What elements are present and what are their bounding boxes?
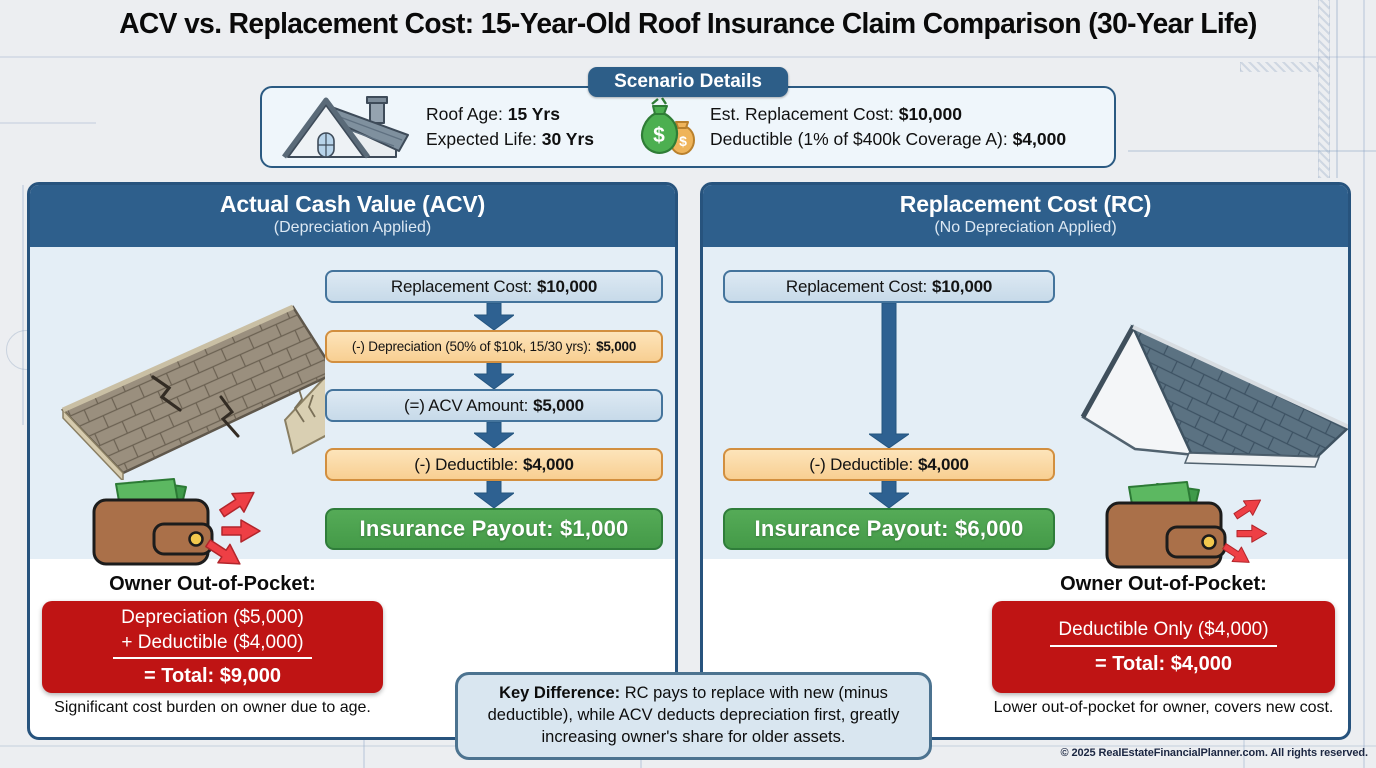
page-title: ACV vs. Replacement Cost: 15-Year-Old Ro…	[119, 8, 1257, 40]
flow-label: (-) Depreciation (50% of $10k, 15/30 yrs…	[351, 339, 592, 354]
rc-oop-red-box: Deductible Only ($4,000) = Total: $4,000	[992, 601, 1335, 693]
deductible-label: Deductible (1% of $400k Coverage A):	[710, 129, 1013, 149]
copyright-footer: © 2025 RealEstateFinancialPlanner.com. A…	[1060, 747, 1369, 759]
blueprint-line	[22, 185, 24, 425]
deductible-value: $4,000	[1012, 129, 1067, 149]
money-bags-icon: $ $	[640, 97, 696, 155]
acv-flow-depreciation: (-) Depreciation (50% of $10k, 15/30 yrs…	[325, 330, 663, 363]
house-icon	[282, 96, 409, 159]
roof-age-value: 15 Yrs	[507, 103, 560, 124]
blueprint-line	[0, 56, 1376, 58]
acv-panel-title: Actual Cash Value (ACV)	[219, 191, 486, 217]
expected-life-value: 30 Yrs	[541, 129, 595, 149]
scenario-details-box: Scenario Details Roof Age: 15 Yrs Expect…	[260, 67, 1116, 168]
down-arrow-icon	[474, 363, 514, 389]
replacement-cost-line: Est. Replacement Cost: $10,000	[710, 102, 1066, 127]
key-difference-text: Key Difference: RC pays to replace with …	[472, 683, 915, 748]
oop-line: Depreciation ($5,000)	[121, 606, 304, 628]
down-arrow-icon	[474, 303, 514, 330]
rc-flow-deductible: (-) Deductible: $4,000	[723, 448, 1055, 481]
rc-insurance-payout-box: Insurance Payout: $6,000	[723, 508, 1055, 550]
scenario-badge: Scenario Details	[588, 67, 788, 97]
flow-label: (=) ACV Amount:	[404, 395, 529, 415]
flow-value: $5,000	[596, 339, 637, 354]
rc-oop-heading: Owner Out-of-Pocket:	[1060, 573, 1267, 595]
old-damaged-roof-illustration	[60, 304, 325, 480]
new-roof-illustration	[1080, 324, 1348, 468]
rc-flow-replacement-cost: Replacement Cost: $10,000	[723, 270, 1055, 303]
acv-oop-heading: Owner Out-of-Pocket:	[109, 573, 316, 595]
scenario-right-text: Est. Replacement Cost: $10,000 Deductibl…	[710, 102, 1066, 153]
acv-insurance-payout-box: Insurance Payout: $1,000	[325, 508, 663, 550]
flow-value: $4,000	[917, 454, 969, 474]
deductible-line: Deductible (1% of $400k Coverage A): $4,…	[710, 127, 1066, 152]
down-arrow-icon	[474, 422, 514, 448]
flow-label: (-) Deductible:	[809, 454, 913, 474]
acv-panel-subtitle: (Depreciation Applied)	[273, 219, 432, 236]
wallet-money-out-small-icon	[1105, 481, 1268, 569]
rc-panel-header: Replacement Cost (RC) (No Depreciation A…	[703, 185, 1348, 247]
rc-caption: Lower out-of-pocket for owner, covers ne…	[993, 699, 1334, 716]
key-difference-body: RC pays to replace with new (minus deduc…	[487, 684, 900, 746]
long-down-arrow-icon	[869, 303, 909, 448]
rc-panel: Replacement Cost (RC) (No Depreciation A…	[700, 182, 1351, 740]
down-arrow-icon	[474, 481, 514, 508]
rc-panel-subtitle: (No Depreciation Applied)	[934, 219, 1117, 236]
svg-text:$: $	[653, 124, 665, 147]
down-arrow-icon	[869, 481, 909, 508]
oop-line-underlined: + Deductible ($4,000)	[113, 631, 312, 660]
acv-flow-acv-amount: (=) ACV Amount: $5,000	[325, 389, 663, 422]
blueprint-line	[1128, 150, 1376, 152]
scenario-left-text: Roof Age: 15 Yrs Expected Life: 30 Yrs	[426, 102, 594, 153]
key-difference-box: Key Difference: RC pays to replace with …	[455, 672, 932, 760]
flow-value: $4,000	[522, 454, 574, 474]
flow-value: $10,000	[537, 276, 598, 296]
acv-oop-red-box: Depreciation ($5,000) + Deductible ($4,0…	[42, 601, 383, 693]
replacement-cost-value: $10,000	[898, 103, 962, 124]
replacement-cost-label: Est. Replacement Cost:	[710, 103, 899, 124]
blueprint-line	[0, 122, 96, 124]
flow-value: $10,000	[932, 276, 993, 296]
wallet-money-out-icon	[92, 478, 261, 566]
roof-age-line: Roof Age: 15 Yrs	[426, 102, 594, 127]
flow-label: Replacement Cost:	[390, 276, 533, 296]
acv-panel-header: Actual Cash Value (ACV) (Depreciation Ap…	[30, 185, 675, 247]
oop-total: = Total: $4,000	[1095, 652, 1232, 675]
acv-flow-deductible: (-) Deductible: $4,000	[325, 448, 663, 481]
acv-caption: Significant cost burden on owner due to …	[54, 699, 371, 716]
roof-age-label: Roof Age:	[426, 103, 508, 124]
oop-total: = Total: $9,000	[144, 665, 281, 688]
svg-text:$: $	[679, 133, 687, 149]
flow-label: (-) Deductible:	[414, 454, 518, 474]
flow-label: Replacement Cost:	[785, 276, 928, 296]
blueprint-line	[1363, 0, 1365, 768]
oop-line-underlined: Deductible Only ($4,000)	[1050, 618, 1277, 647]
expected-life-label: Expected Life:	[426, 129, 542, 149]
key-difference-label: Key Difference:	[499, 684, 621, 703]
expected-life-line: Expected Life: 30 Yrs	[426, 127, 594, 152]
flow-value: $5,000	[533, 395, 584, 415]
rc-panel-title: Replacement Cost (RC)	[899, 191, 1152, 217]
acv-panel: Actual Cash Value (ACV) (Depreciation Ap…	[27, 182, 678, 740]
blueprint-hatch	[1240, 62, 1318, 72]
acv-flow-replacement-cost: Replacement Cost: $10,000	[325, 270, 663, 303]
